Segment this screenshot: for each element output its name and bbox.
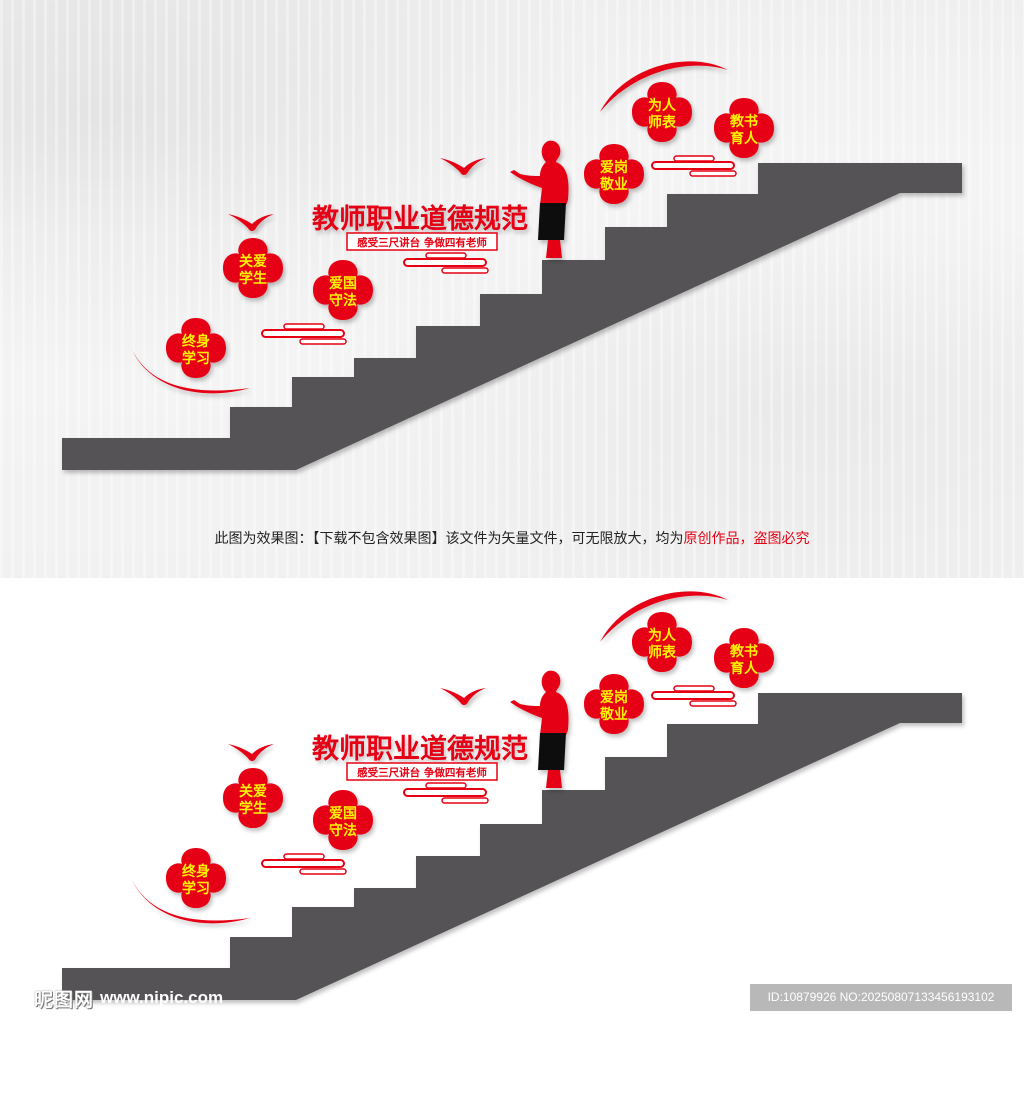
flower-badge-0: 终身 学习 (166, 848, 226, 908)
cloud-lines-icon (261, 323, 347, 345)
svg-text:爱国: 爱国 (329, 806, 357, 822)
svg-text:守法: 守法 (329, 822, 357, 839)
wall-subtitle: 感受三尺讲台 争做四有老师 (357, 766, 487, 779)
svg-text:为人: 为人 (648, 627, 677, 644)
svg-text:学生: 学生 (239, 270, 267, 287)
svg-text:学习: 学习 (182, 350, 210, 367)
bird-icon (228, 214, 274, 231)
preview-caption: 此图为效果图：【下载不包含效果图】该文件为矢量文件，可无限放大，均为原创作品，盗… (0, 528, 1024, 548)
decor-arc-right (600, 591, 728, 642)
staircase-shape (62, 163, 962, 470)
svg-text:教书: 教书 (730, 643, 758, 660)
bird-icon (440, 158, 486, 175)
svg-text:学生: 学生 (239, 800, 267, 817)
flower-badge-4: 为人 师表 (632, 612, 692, 672)
preview-panel-bottom: 教师职业道德规范 感受三尺讲台 争做四有老师 终身 学习 关爱 学生 爱国 守法… (0, 578, 1024, 1024)
svg-text:师表: 师表 (648, 114, 677, 131)
flower-badge-1: 关爱 学生 (223, 238, 283, 298)
flower-badge-0: 终身 学习 (166, 318, 226, 378)
svg-text:关爱: 关爱 (239, 253, 267, 270)
cloud-lines-icon (403, 782, 489, 804)
svg-text:爱岗: 爱岗 (600, 689, 628, 706)
bird-icon (440, 688, 486, 705)
svg-text:敬业: 敬业 (599, 706, 628, 723)
svg-text:终身: 终身 (182, 863, 210, 880)
svg-text:关爱: 关爱 (239, 783, 267, 800)
caption-main: 此图为效果图：【下载不包含效果图】该文件为矢量文件，可无限放大，均为 (214, 531, 684, 547)
flower-badge-4: 为人 师表 (632, 82, 692, 142)
svg-text:爱国: 爱国 (329, 276, 357, 292)
wall-title: 教师职业道德规范 (312, 733, 528, 765)
flower-badge-1: 关爱 学生 (223, 768, 283, 828)
site-logo: 昵图网 (34, 989, 95, 1011)
preview-panel-top: 教师职业道德规范 感受三尺讲台 争做四有老师 终身 学习 关爱 学生 爱国 守法… (0, 0, 1024, 578)
staircase-shape (62, 693, 962, 1000)
flower-badge-3: 爱岗 敬业 (584, 674, 644, 734)
svg-text:学习: 学习 (182, 880, 210, 897)
flower-badge-5: 教书 育人 (714, 628, 774, 688)
cloud-lines-icon (651, 685, 737, 707)
bird-icon (228, 744, 274, 761)
svg-text:为人: 为人 (648, 97, 677, 114)
svg-text:育人: 育人 (730, 130, 759, 147)
staircase-wall-design-copy: 教师职业道德规范 感受三尺讲台 争做四有老师 终身 学习 关爱 学生 爱国 守法… (62, 591, 962, 1000)
decor-arc-right (600, 61, 728, 112)
wall-subtitle: 感受三尺讲台 争做四有老师 (357, 236, 487, 249)
svg-text:爱岗: 爱岗 (600, 159, 628, 176)
svg-text:教书: 教书 (730, 113, 758, 130)
cloud-lines-icon (403, 252, 489, 274)
svg-text:守法: 守法 (329, 292, 357, 309)
flower-badge-5: 教书 育人 (714, 98, 774, 158)
svg-text:终身: 终身 (182, 333, 210, 350)
svg-text:师表: 师表 (648, 644, 677, 661)
site-url: www.nipic.com (100, 988, 224, 1007)
cloud-lines-icon (651, 155, 737, 177)
teacher-silhouette-icon (510, 140, 569, 258)
flower-badge-2: 爱国 守法 (313, 260, 373, 320)
staircase-wall-design: 教师职业道德规范 感受三尺讲台 争做四有老师 终身 学习 关爱 学生 爱国 守法… (62, 61, 962, 470)
flower-badge-3: 爱岗 敬业 (584, 144, 644, 204)
cloud-lines-icon (261, 853, 347, 875)
svg-text:敬业: 敬业 (599, 176, 628, 193)
image-id-badge: ID:10879926 NO:20250807133456193102 (750, 984, 1012, 1011)
site-watermark: 昵图网 www.nipic.com (34, 986, 224, 1011)
wall-title: 教师职业道德规范 (312, 203, 528, 235)
flower-badge-2: 爱国 守法 (313, 790, 373, 850)
teacher-silhouette-icon (510, 670, 569, 788)
caption-highlight: 原创作品，盗图必究 (683, 531, 810, 547)
svg-text:育人: 育人 (730, 660, 759, 677)
